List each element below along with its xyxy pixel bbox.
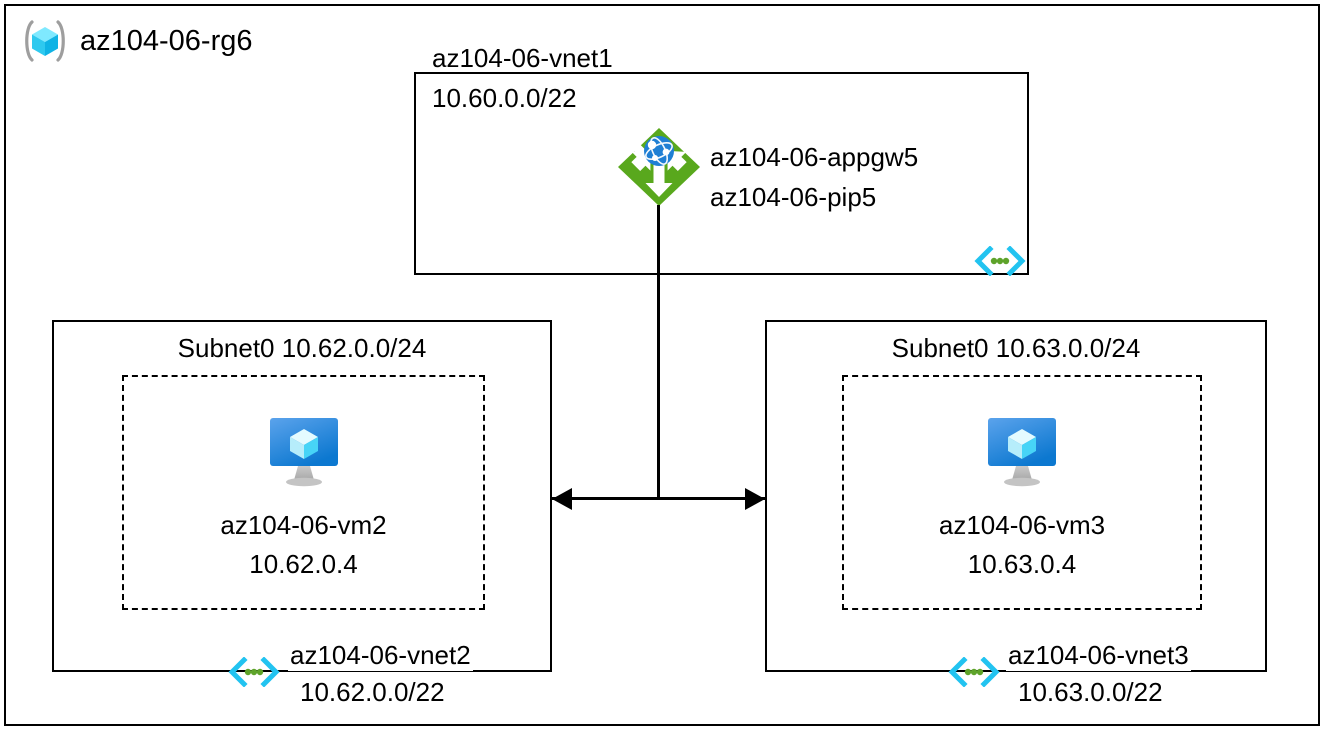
resource-group-header: az104-06-rg6 [22,20,253,62]
vnet2-name: az104-06-vnet2 [288,640,473,671]
vnet2-vm-name: az104-06-vm2 [220,510,387,540]
vnet1-address-space: 10.60.0.0/22 [432,83,577,113]
vnet3-subnet-label: Subnet0 10.63.0.0/24 [891,333,1141,363]
vnet2-subnet-boundary [122,375,485,610]
appgw-vertical-connector [657,205,660,499]
vnet1-title: az104-06-vnet1 [432,43,613,73]
appgw-name: az104-06-appgw5 [710,142,919,172]
resource-group-name: az104-06-rg6 [80,24,253,57]
vnet3-vm-name: az104-06-vm3 [938,510,1106,540]
application-gateway-icon [616,126,702,208]
peering-arrow-left [552,488,572,510]
vnet3-vm-ip: 10.63.0.4 [967,549,1077,579]
vnet2-address-space: 10.62.0.0/22 [300,677,445,707]
resource-group-icon [22,20,68,62]
resource-group-boundary [4,4,1320,726]
vnet2-boundary [52,320,552,672]
vnet3-address-space: 10.63.0.0/22 [1018,677,1163,707]
vnet3-boundary [765,320,1267,672]
appgw-public-ip-name: az104-06-pip5 [710,182,877,212]
vnet2-vm-ip: 10.62.0.4 [249,549,358,579]
vnet2-virtual-network-icon [228,656,280,688]
vnet2-virtual-machine-icon [258,414,350,490]
vnet3-subnet-boundary [842,375,1202,610]
vnet2-subnet-label: Subnet0 10.62.0.0/24 [177,333,427,363]
vnet3-virtual-machine-icon [976,414,1068,490]
vnet3-name: az104-06-vnet3 [1006,640,1191,671]
vnet1-boundary [414,72,1029,275]
peering-arrow-right [745,488,765,510]
vnet3-virtual-network-icon [948,656,1000,688]
vnet-peering-line [552,497,765,500]
vnet1-virtual-network-icon [974,245,1026,277]
